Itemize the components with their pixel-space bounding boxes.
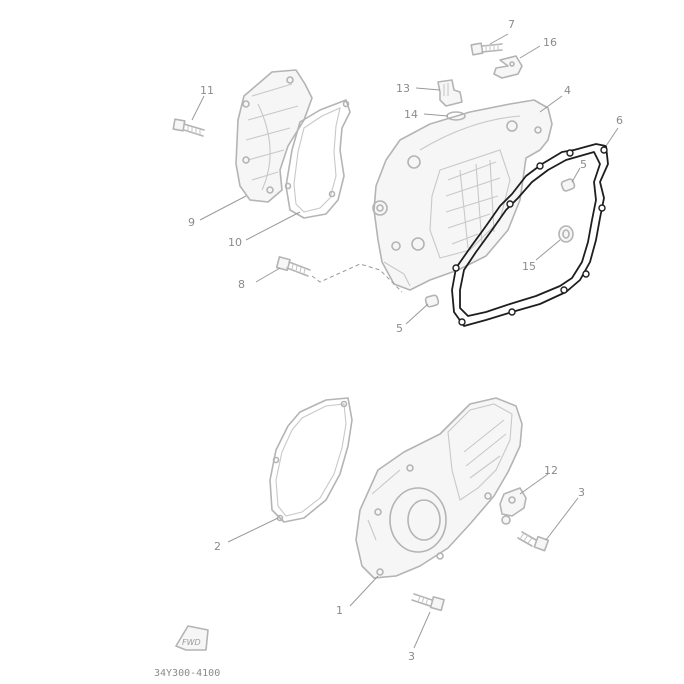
callout-5-upper: 5 — [580, 158, 587, 171]
part-1-crankcase-cover — [355, 397, 523, 579]
part-2-gasket — [269, 397, 353, 523]
part-16-clamp — [493, 55, 523, 79]
part-5-dowel-pin-lower — [424, 294, 440, 308]
forward-arrow-emblem: FWD — [175, 625, 209, 651]
callout-3-right: 3 — [578, 486, 585, 499]
callout-1: 1 — [336, 604, 343, 617]
part-7-bolt — [470, 42, 503, 56]
leader-lines — [191, 33, 619, 649]
part-11-bolt — [172, 118, 205, 137]
callout-6: 6 — [616, 114, 623, 127]
callout-labels: 7 16 13 14 4 6 11 9 10 5 15 8 5 12 3 2 1… — [188, 18, 623, 663]
callout-14: 14 — [404, 108, 418, 121]
callout-13: 13 — [396, 82, 410, 95]
fwd-emblem-text: FWD — [182, 638, 201, 647]
callout-8: 8 — [238, 278, 245, 291]
part-15-oil-seal — [558, 225, 574, 243]
part-5-dowel-pin-upper — [560, 178, 576, 192]
part-3-bolt-bottom — [411, 593, 445, 612]
part-4-crankcase-cover — [372, 99, 553, 291]
callout-3-bottom: 3 — [408, 650, 415, 663]
diagram-code: 34Y300-4100 — [154, 668, 220, 679]
callout-11: 11 — [200, 84, 214, 97]
part-3-bolt-right — [517, 531, 550, 552]
callout-12: 12 — [544, 464, 558, 477]
callout-16: 16 — [543, 36, 557, 49]
part-13-filler-cap — [437, 79, 463, 107]
part-8-dashed-path — [311, 263, 403, 293]
part-12-clamp — [499, 487, 527, 525]
callout-4: 4 — [564, 84, 571, 97]
callout-9: 9 — [188, 216, 195, 229]
callout-2: 2 — [214, 540, 221, 553]
callout-7: 7 — [508, 18, 515, 31]
callout-15: 15 — [522, 260, 536, 273]
callout-10: 10 — [228, 236, 242, 249]
callout-5-lower: 5 — [396, 322, 403, 335]
part-8-bolt — [275, 256, 311, 277]
part-10-gasket — [284, 99, 351, 219]
part-6-gasket-highlighted — [451, 143, 609, 327]
part-9-cover — [235, 69, 313, 203]
